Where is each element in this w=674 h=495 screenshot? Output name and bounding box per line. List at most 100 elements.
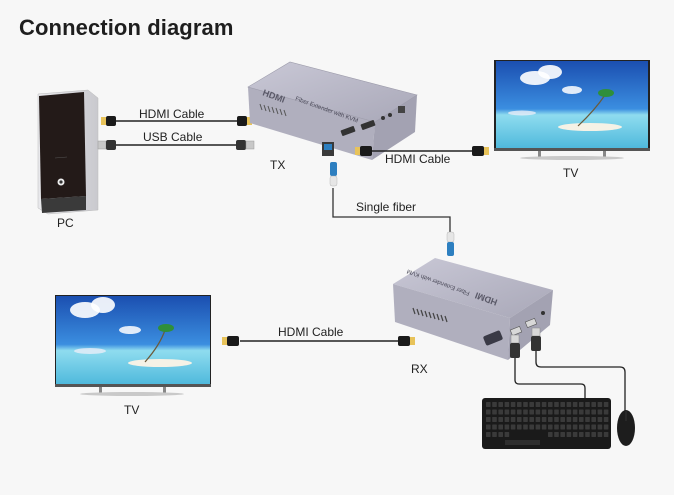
keyboard-key [541, 402, 547, 407]
keyboard-key [486, 402, 491, 407]
keyboard-key [548, 424, 553, 430]
tx-extender-device [247, 61, 418, 160]
tv-top [494, 60, 650, 160]
keyboard-key [535, 402, 541, 407]
keyboard-key [597, 402, 603, 407]
keyboard-key [510, 417, 516, 422]
keyboard-key [560, 424, 565, 430]
keyboard-key [535, 424, 541, 430]
keyboard-key [548, 417, 553, 422]
keyboard-key [554, 402, 559, 407]
keyboard-key [504, 432, 510, 437]
rx-label: RX [411, 362, 428, 376]
keyboard-key [529, 417, 534, 422]
keyboard-key [554, 417, 559, 422]
keyboard-key [566, 409, 572, 415]
keyboard-key [579, 432, 584, 437]
keyboard-key [535, 409, 541, 415]
keyboard-key [566, 402, 572, 407]
keyboard-key [591, 409, 596, 415]
keyboard-key [585, 432, 590, 437]
keyboard-key [572, 417, 578, 422]
usb-cable-pc-tx [97, 140, 255, 150]
keyboard-key [492, 402, 497, 407]
keyboard-key [523, 402, 528, 407]
keyboard-key [529, 409, 534, 415]
keyboard-key [548, 432, 553, 437]
page-title: Connection diagram [19, 15, 234, 40]
keyboard-key [529, 402, 534, 407]
keyboard-key [554, 409, 559, 415]
keyboard-key [579, 417, 584, 422]
usb-cable-pc-tx-label: USB Cable [143, 130, 203, 144]
keyboard-key [492, 417, 497, 422]
keyboard-key [517, 409, 522, 415]
hdmi-cable-rx-tv [222, 336, 415, 346]
keyboard-key [560, 409, 565, 415]
single-fiber-label: Single fiber [356, 200, 417, 214]
keyboard-key [523, 417, 528, 422]
keyboard-key [560, 402, 565, 407]
keyboard-key [603, 417, 609, 422]
tv-top-label: TV [563, 166, 579, 180]
keyboard-key [591, 424, 596, 430]
keyboard-key [597, 409, 603, 415]
keyboard-key [554, 432, 559, 437]
keyboard-key [603, 402, 609, 407]
keyboard-key [486, 417, 491, 422]
hdmi-cable-rx-tv-label: HDMI Cable [278, 325, 344, 339]
keyboard-key [504, 424, 510, 430]
keyboard-key [498, 417, 503, 422]
keyboard-key [529, 424, 534, 430]
keyboard-key [566, 424, 572, 430]
keyboard-key [597, 417, 603, 422]
hdmi-cable-pc-tx-label: HDMI Cable [139, 107, 205, 121]
keyboard-key [492, 424, 497, 430]
keyboard-key [492, 432, 497, 437]
keyboard-key [585, 424, 590, 430]
keyboard-key [498, 432, 503, 437]
keyboard-key [585, 402, 590, 407]
keyboard-key [517, 417, 522, 422]
keyboard-key [591, 402, 596, 407]
keyboard-key [498, 409, 503, 415]
keyboard-key [579, 402, 584, 407]
keyboard-key [566, 417, 572, 422]
keyboard-key [591, 417, 596, 422]
keyboard-key [572, 402, 578, 407]
keyboard-key [486, 424, 491, 430]
keyboard-key [492, 409, 497, 415]
usb-cable-keyboard [510, 334, 586, 400]
keyboard-key [504, 417, 510, 422]
keyboard-key [579, 409, 584, 415]
keyboard-key [572, 432, 578, 437]
keyboard-key [548, 409, 553, 415]
keyboard-key [566, 432, 572, 437]
keyboard-key [498, 402, 503, 407]
keyboard-key [541, 409, 547, 415]
keyboard-key [541, 424, 547, 430]
keyboard-key [510, 402, 516, 407]
keyboard-key [597, 424, 603, 430]
keyboard-key [504, 409, 510, 415]
keyboard-key [572, 409, 578, 415]
keyboard-key [510, 409, 516, 415]
keyboard-key [585, 409, 590, 415]
keyboard-key [579, 424, 584, 430]
keyboard-key [560, 417, 565, 422]
keyboard-key [603, 432, 609, 437]
keyboard-key [603, 424, 609, 430]
tx-label: TX [270, 158, 286, 172]
keyboard-key [486, 409, 491, 415]
single-fiber-cable [329, 162, 455, 256]
keyboard-key [523, 409, 528, 415]
keyboard-key [560, 432, 565, 437]
usb-cable-mouse [531, 327, 626, 412]
keyboard-key [504, 402, 510, 407]
pc-tower [37, 89, 99, 215]
keyboard-key [498, 424, 503, 430]
tv-bottom-label: TV [124, 403, 140, 417]
keyboard-key [517, 424, 522, 430]
keyboard-key [486, 432, 491, 437]
